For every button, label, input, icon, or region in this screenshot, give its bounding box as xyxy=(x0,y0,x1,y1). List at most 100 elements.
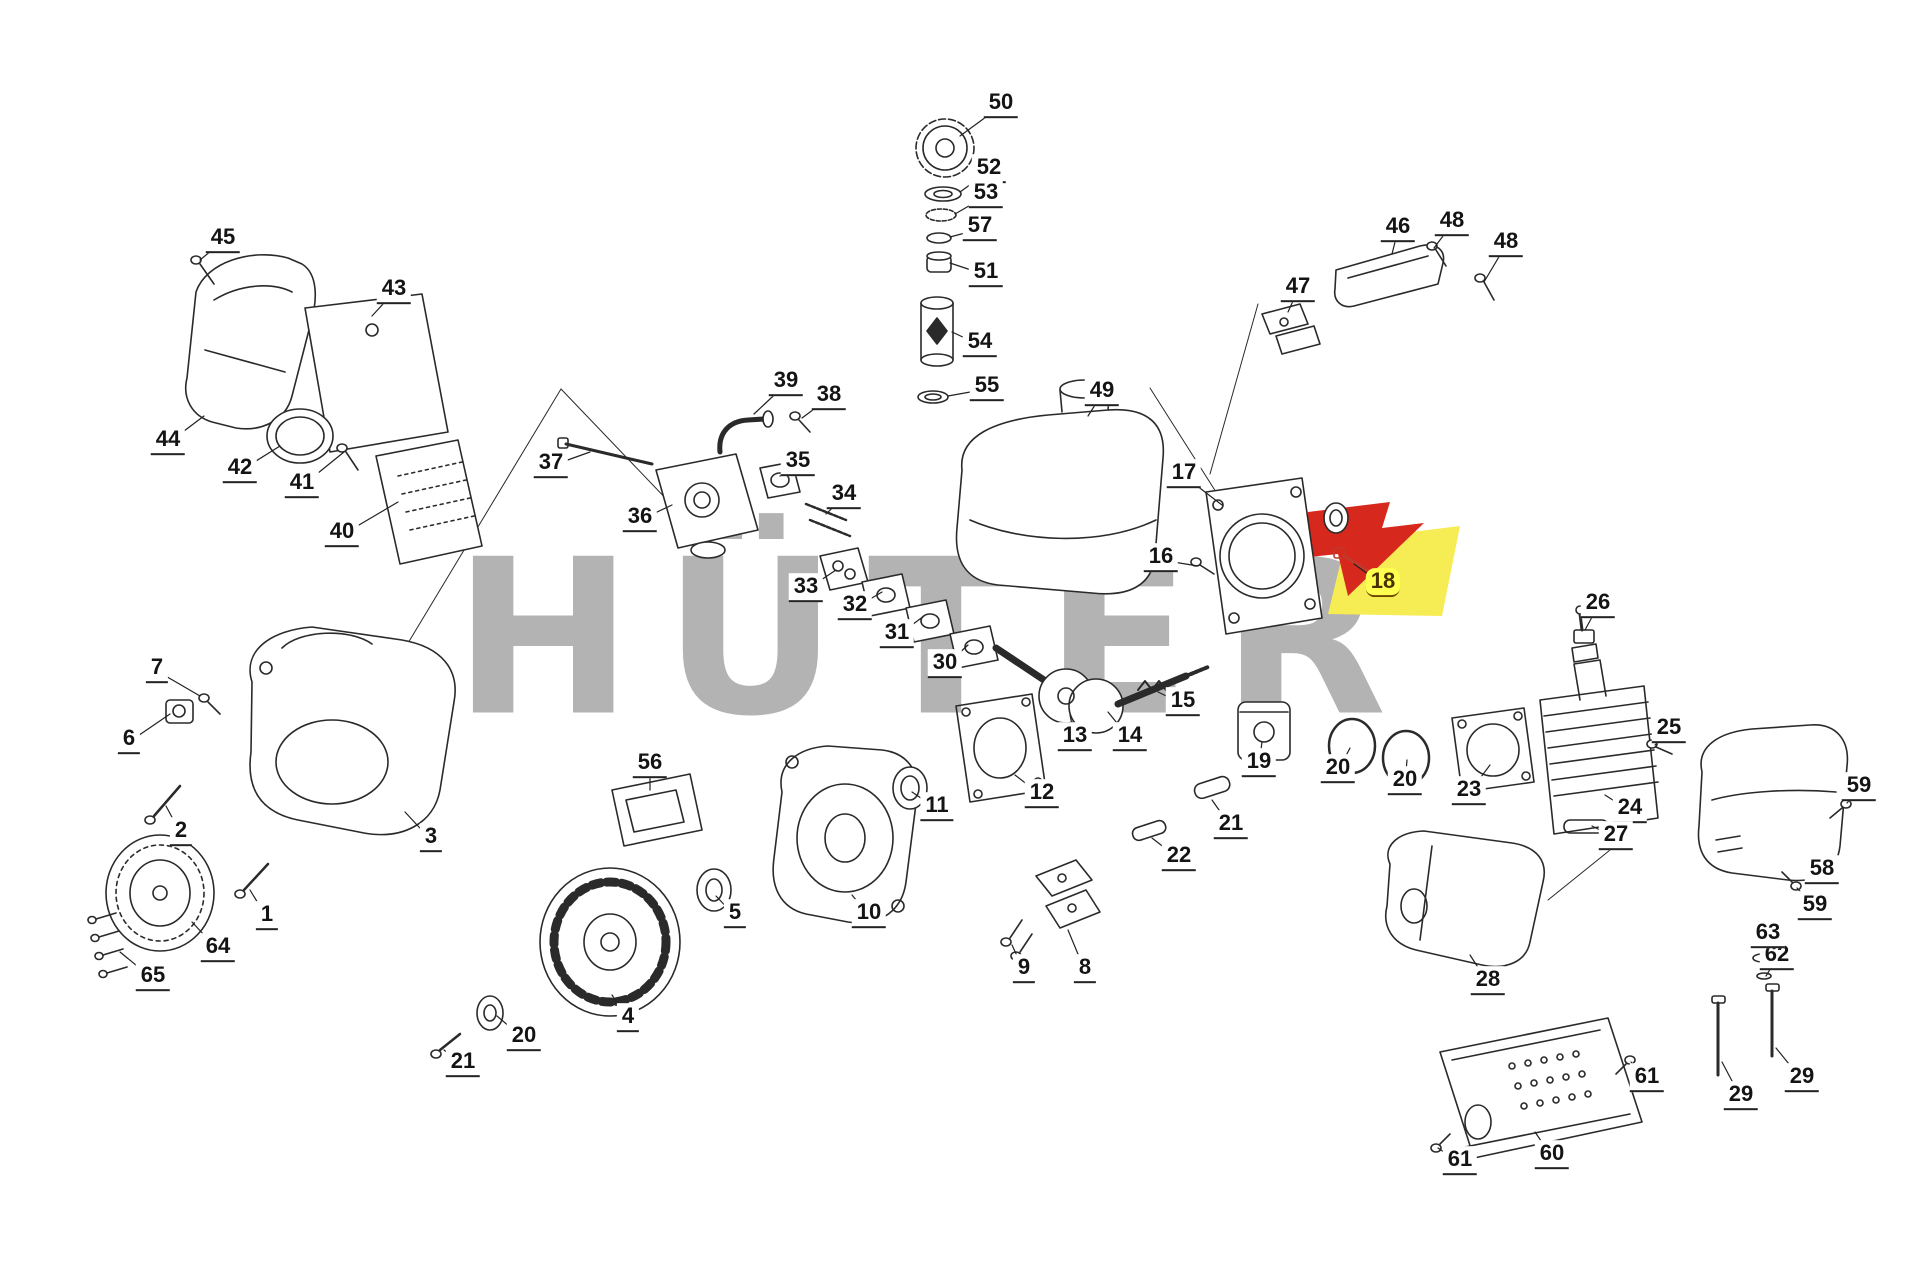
part-label-18: 18 xyxy=(1365,568,1401,598)
part-label-40: 40 xyxy=(324,518,360,548)
part-label-24: 24 xyxy=(1612,794,1648,824)
bolt-29a xyxy=(1711,995,1726,1077)
part-label-5: 5 xyxy=(723,899,747,929)
part-label-17: 17 xyxy=(1166,459,1202,489)
part-label-19: 19 xyxy=(1241,748,1277,778)
screw-45 xyxy=(190,255,215,285)
part-label-37: 37 xyxy=(533,449,569,479)
part-label-21: 21 xyxy=(1213,810,1249,840)
part-label-16: 16 xyxy=(1143,543,1179,573)
part-label-29: 29 xyxy=(1723,1081,1759,1111)
part-label-35: 35 xyxy=(780,447,816,477)
pin-21a xyxy=(1193,775,1231,800)
part-label-48: 48 xyxy=(1488,228,1524,258)
part-label-49: 49 xyxy=(1084,377,1120,407)
clutch-drum-5 xyxy=(696,868,732,912)
washer-20c xyxy=(476,995,504,1031)
part-label-64: 64 xyxy=(200,933,236,963)
cap-bushing xyxy=(926,251,952,273)
cap-washer xyxy=(924,186,962,202)
part-label-14: 14 xyxy=(1112,722,1148,752)
bolt-37 xyxy=(557,437,654,466)
part-label-39: 39 xyxy=(768,367,804,397)
part-label-21: 21 xyxy=(445,1048,481,1078)
cylinder-gasket-23 xyxy=(1451,707,1535,793)
part-label-53: 53 xyxy=(968,179,1004,209)
part-label-20: 20 xyxy=(506,1022,542,1052)
screw-41 xyxy=(336,443,359,471)
cap-gear-washer xyxy=(925,208,957,222)
studs-34 xyxy=(804,502,852,538)
clutch-assembly-8 xyxy=(1035,859,1101,929)
bolt-2 xyxy=(144,784,182,825)
part-label-46: 46 xyxy=(1380,213,1416,243)
part-label-26: 26 xyxy=(1580,589,1616,619)
screws-65 xyxy=(87,912,128,979)
part-label-2: 2 xyxy=(169,817,193,847)
bolt-1 xyxy=(234,862,270,899)
part-label-47: 47 xyxy=(1280,273,1316,303)
part-label-59: 59 xyxy=(1797,891,1833,921)
part-label-34: 34 xyxy=(826,480,862,510)
part-label-20: 20 xyxy=(1320,754,1356,784)
part-label-7: 7 xyxy=(145,654,169,684)
screw-38 xyxy=(789,411,811,433)
part-label-1: 1 xyxy=(255,901,279,931)
part-label-31: 31 xyxy=(879,619,915,649)
part-label-52: 52 xyxy=(971,154,1007,184)
part-label-54: 54 xyxy=(962,328,998,358)
part-label-65: 65 xyxy=(135,962,171,992)
part-label-10: 10 xyxy=(851,899,887,929)
part-label-62: 62 xyxy=(1759,941,1795,971)
part-label-44: 44 xyxy=(150,426,186,456)
part-label-12: 12 xyxy=(1024,779,1060,809)
screw-16 xyxy=(1190,557,1215,575)
part-label-57: 57 xyxy=(962,212,998,242)
crankcase-10 xyxy=(772,745,919,924)
woodruff-spring-15 xyxy=(1137,680,1167,691)
cylinder-shroud-28 xyxy=(1385,830,1545,968)
starter-pulley-64 xyxy=(105,834,215,952)
crankshaft xyxy=(992,644,1210,734)
part-label-55: 55 xyxy=(969,372,1005,402)
part-label-30: 30 xyxy=(927,649,963,679)
bolt-21b xyxy=(430,1032,462,1059)
part-label-6: 6 xyxy=(117,725,141,755)
guard-grid-60 xyxy=(1439,1017,1643,1159)
part-label-38: 38 xyxy=(811,381,847,411)
piston-19 xyxy=(1237,701,1291,761)
part-label-41: 41 xyxy=(284,469,320,499)
oil-seal xyxy=(1323,502,1349,534)
part-label-42: 42 xyxy=(222,454,258,484)
part-label-4: 4 xyxy=(616,1003,640,1033)
part-label-58: 58 xyxy=(1804,855,1840,885)
mount-plate-17 xyxy=(1205,477,1323,635)
part-label-60: 60 xyxy=(1534,1140,1570,1170)
part-label-8: 8 xyxy=(1073,954,1097,984)
fuel-filter xyxy=(920,296,954,367)
fuel-cap xyxy=(915,118,975,178)
part-label-29: 29 xyxy=(1784,1063,1820,1093)
part-label-22: 22 xyxy=(1161,842,1197,872)
bracket-56 xyxy=(611,773,703,847)
part-label-43: 43 xyxy=(376,275,412,305)
clamp-47 xyxy=(1261,303,1321,355)
screw-48b xyxy=(1474,273,1495,301)
bolt-18-highlighted xyxy=(1333,547,1372,574)
screw-7 xyxy=(198,693,221,715)
part-label-48: 48 xyxy=(1434,207,1470,237)
part-label-20: 20 xyxy=(1387,766,1423,796)
bearing-11 xyxy=(892,766,928,810)
part-label-15: 15 xyxy=(1165,687,1201,717)
pin-22 xyxy=(1131,819,1167,842)
part-label-63: 63 xyxy=(1750,919,1786,949)
part-label-9: 9 xyxy=(1012,954,1036,984)
part-label-36: 36 xyxy=(622,503,658,533)
part-label-61: 61 xyxy=(1442,1146,1478,1176)
part-label-56: 56 xyxy=(632,749,668,779)
part-label-33: 33 xyxy=(788,573,824,603)
part-label-25: 25 xyxy=(1651,714,1687,744)
part-label-50: 50 xyxy=(983,89,1019,119)
screw-61b xyxy=(1430,1133,1451,1153)
